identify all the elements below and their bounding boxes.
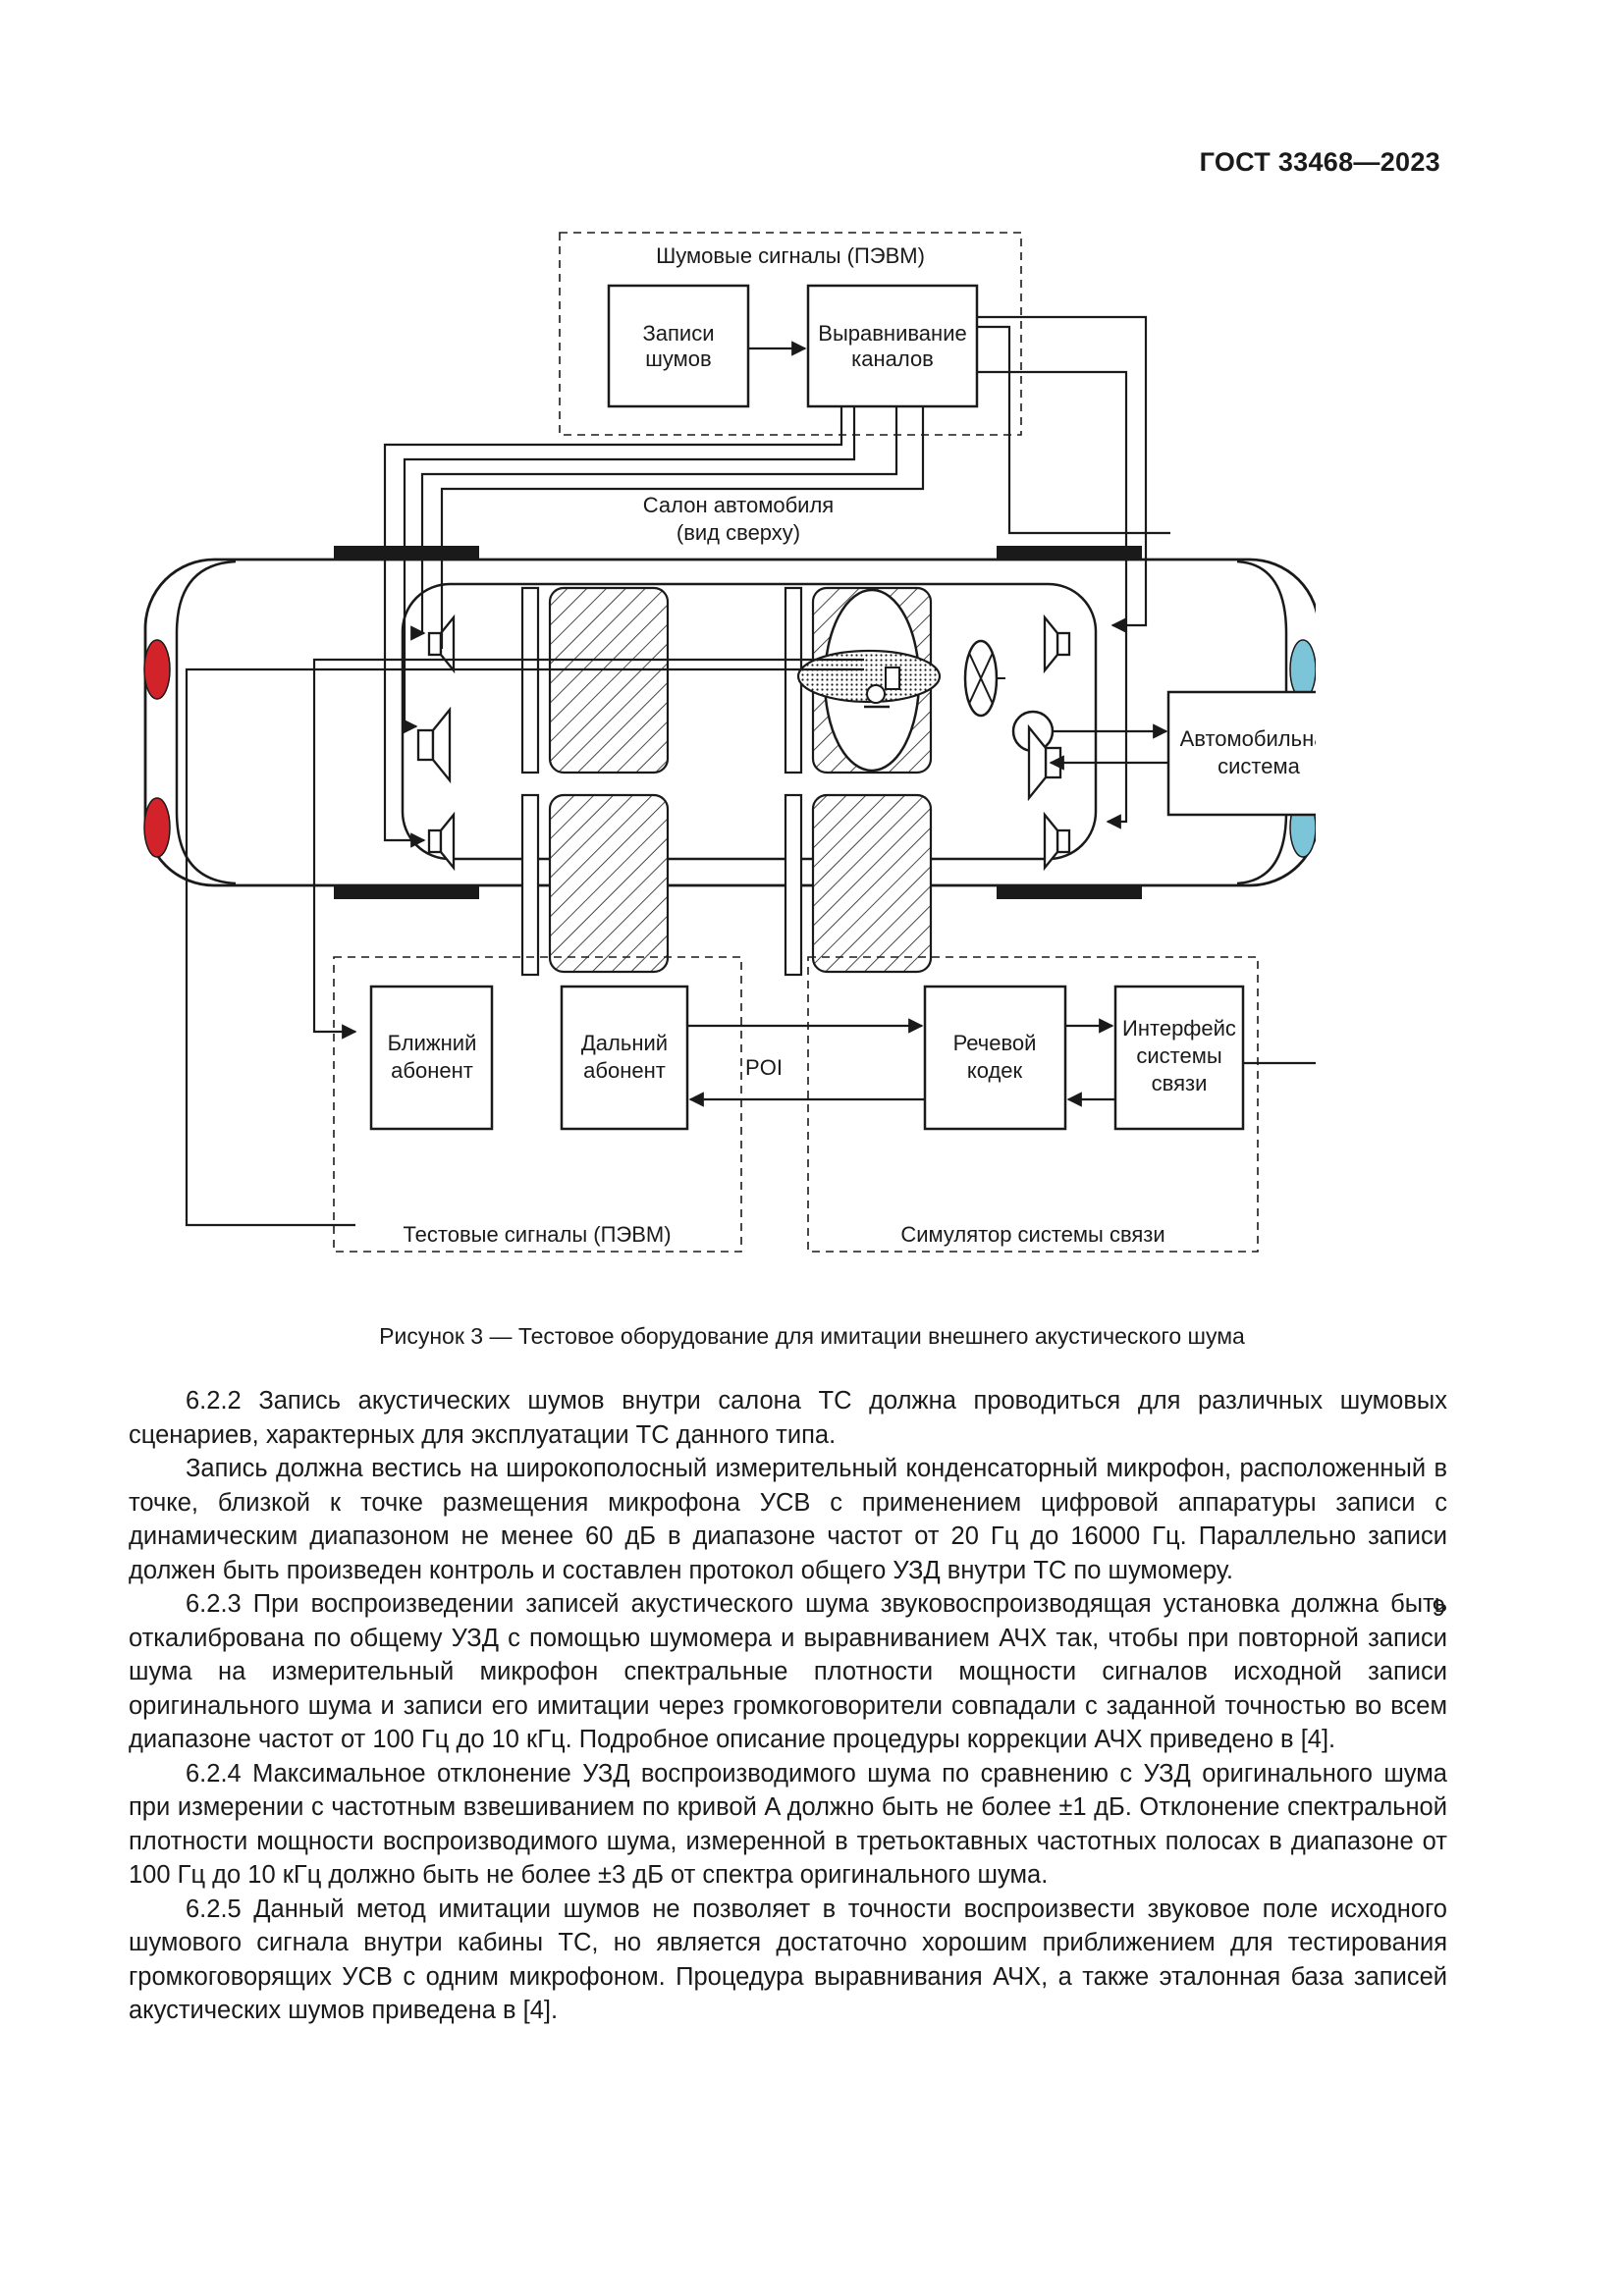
speaker-rear-middle-icon <box>416 706 452 784</box>
figure-3-diagram: Шумовые сигналы (ПЭВМ) Записи шумов Выра… <box>137 221 1316 1301</box>
test-signals-group <box>333 956 742 1253</box>
noise-signals-group <box>559 232 1022 436</box>
far-sub-l1: Дальний <box>581 1031 668 1055</box>
iface-l2: системы <box>1136 1043 1221 1068</box>
car-system-l1: Автомобильная <box>1180 726 1316 751</box>
iface-l1: Интерфейс <box>1122 1016 1236 1041</box>
paragraph-6-2-2: 6.2.2 Запись акустических шумов внутри с… <box>129 1387 1447 1449</box>
iface-l3: связи <box>1152 1071 1208 1095</box>
noise-group-label: Шумовые сигналы (ПЭВМ) <box>656 243 925 268</box>
speaker-front-bottom-icon <box>1043 811 1071 872</box>
cabin-label-l1: Салон автомобиля <box>643 493 834 517</box>
speaker-front-top-icon <box>1043 614 1071 674</box>
page-number: 9 <box>1432 1595 1445 1622</box>
noise-records-l1: Записи <box>642 321 714 346</box>
rear-light-bottom <box>143 797 171 858</box>
codec-l2: кодек <box>967 1058 1023 1083</box>
far-sub-l2: абонент <box>583 1058 666 1083</box>
near-sub-l2: абонент <box>391 1058 473 1083</box>
body-text: 6.2.2 Запись акустических шумов внутри с… <box>129 1384 1447 2028</box>
near-sub-l1: Ближний <box>388 1031 477 1055</box>
speech-codec-box <box>923 985 1067 1131</box>
comm-interface-box <box>1113 985 1245 1131</box>
comm-sim-group <box>807 956 1259 1253</box>
standard-number: ГОСТ 33468—2023 <box>1199 147 1440 177</box>
car-cabin <box>401 582 1098 861</box>
channel-eq-box <box>806 284 979 408</box>
rear-light-top <box>143 639 171 700</box>
sim-group-label: Симулятор системы связи <box>900 1222 1164 1247</box>
channel-eq-l1: Выравнивание <box>818 321 966 346</box>
far-subscriber-box <box>560 985 689 1131</box>
cabin-label-l2: (вид сверху) <box>677 520 800 545</box>
car-system-box <box>1166 690 1316 817</box>
noise-records-box <box>607 284 750 408</box>
paragraph-recording: Запись должна вестись на широкополосный … <box>129 1455 1447 1584</box>
paragraph-6-2-3: 6.2.3 При воспроизведении записей акусти… <box>129 1590 1447 1753</box>
paragraph-6-2-4: 6.2.4 Максимальное отклонение УЗД воспро… <box>129 1759 1447 1890</box>
channel-eq-l2: каналов <box>851 347 934 371</box>
antenna-sim-icon <box>1294 1061 1316 1065</box>
poi-label: POI <box>745 1055 783 1080</box>
test-group-label: Тестовые сигналы (ПЭВМ) <box>403 1222 671 1247</box>
codec-l1: Речевой <box>953 1031 1037 1055</box>
car-body-outer <box>143 558 1316 887</box>
paragraph-6-2-5: 6.2.5 Данный метод имитации шумов не поз… <box>129 1895 1447 2025</box>
front-light-top <box>1289 639 1316 700</box>
noise-records-l2: шумов <box>645 347 711 371</box>
figure-caption: Рисунок 3 — Тестовое оборудование для им… <box>379 1323 1245 1349</box>
speaker-rear-bottom-icon <box>427 811 456 872</box>
near-subscriber-box <box>369 985 494 1131</box>
car-system-l2: система <box>1218 754 1300 778</box>
